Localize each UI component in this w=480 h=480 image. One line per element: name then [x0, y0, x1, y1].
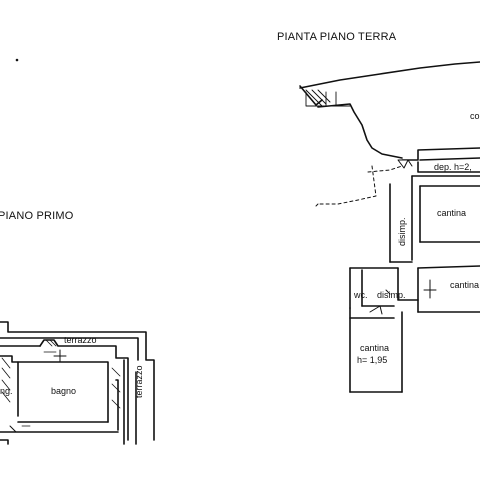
room-label-terrazzo-top: terrazzo	[64, 335, 97, 345]
room-label-disimp: disimp.	[377, 290, 406, 300]
room-label-terrazzo-side: terrazzo	[134, 365, 144, 398]
room-label-dep: dep. h=2,	[434, 162, 472, 172]
dashed-boundary	[315, 165, 403, 207]
scan-speck	[15, 58, 19, 62]
door-symbol	[369, 159, 437, 315]
first-floor-title: PIANO PRIMO	[0, 210, 74, 222]
room-label-wc: wc.	[354, 290, 368, 300]
room-label-cantina-height: h= 1,95	[357, 355, 388, 365]
room-label-bagno: bagno	[51, 386, 77, 396]
room-label-cantina-mid: cantina	[450, 280, 480, 290]
room-label-ing-partial: ing.	[0, 386, 13, 396]
room-label-cantina-bottom: cantina	[360, 343, 390, 353]
room-label-partial: co	[470, 111, 480, 121]
ground-floor-title: PIANTA PIANO TERRA	[277, 31, 397, 43]
door-symbol	[9, 349, 67, 433]
room-label-disimp-vertical: disimp.	[397, 217, 407, 246]
room-label-cantina-top: cantina	[437, 208, 467, 218]
ground-floor-outline	[299, 61, 480, 393]
wall-hatch	[1, 339, 121, 427]
stair-hatch	[305, 89, 351, 107]
